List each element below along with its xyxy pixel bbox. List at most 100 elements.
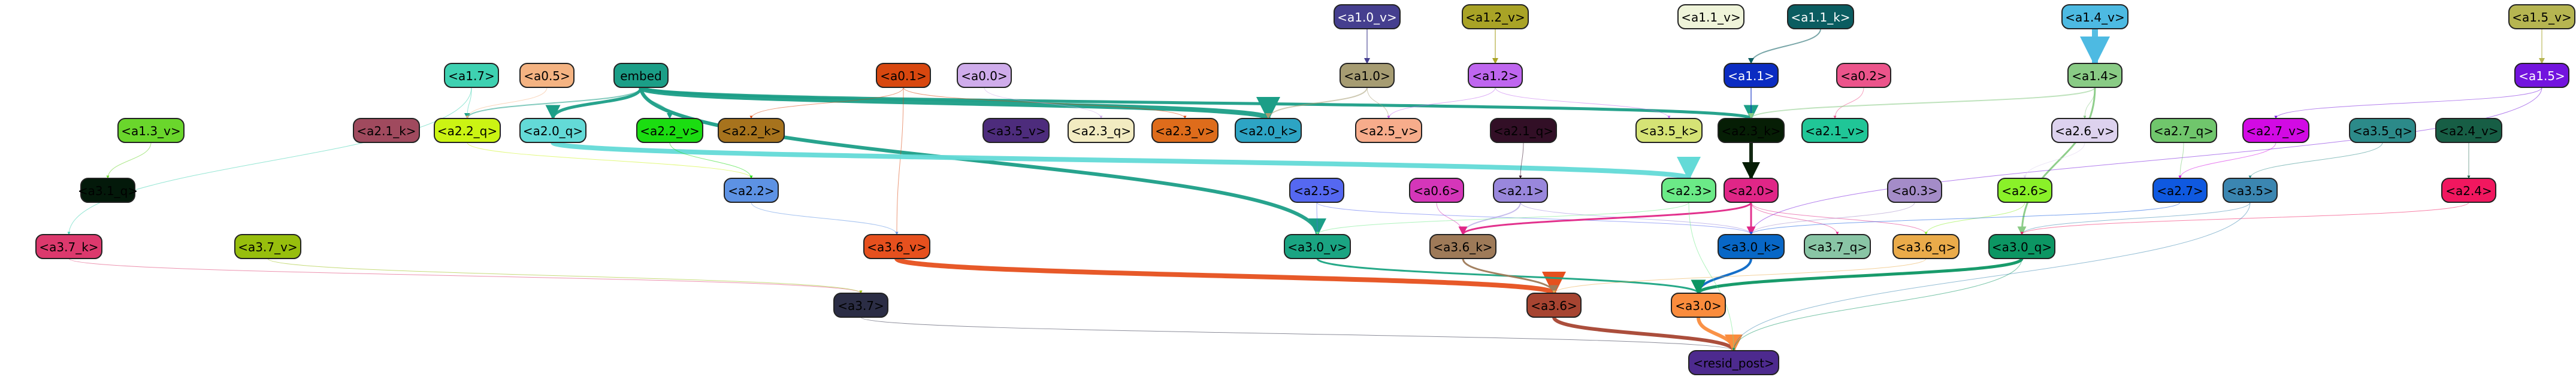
node-label: <a2.0_k> bbox=[1238, 124, 1298, 138]
node-a2-6-v[interactable]: <a2.6_v> bbox=[2051, 118, 2118, 143]
node-a2-2-k[interactable]: <a2.2_k> bbox=[718, 118, 785, 143]
node-a1-5-v[interactable]: <a1.5_v> bbox=[2508, 4, 2575, 29]
node-embed[interactable]: embed bbox=[613, 63, 669, 88]
node-a3-7-q[interactable]: <a3.7_q> bbox=[1804, 234, 1871, 259]
node-a1-0-v[interactable]: <a1.0_v> bbox=[1334, 4, 1401, 29]
edge-a1_7-to-a3_7_k bbox=[67, 87, 472, 235]
node-box bbox=[1804, 234, 1871, 259]
node-label: <a0.2> bbox=[1840, 69, 1887, 83]
node-a3-6-q[interactable]: <a3.6_q> bbox=[1892, 234, 1960, 259]
node-label: <a1.3_v> bbox=[121, 124, 180, 138]
node-a2-3[interactable]: <a2.3> bbox=[1661, 178, 1716, 203]
node-a0-1[interactable]: <a0.1> bbox=[876, 63, 931, 88]
node-box bbox=[1068, 118, 1135, 143]
node-a3-7[interactable]: <a3.7> bbox=[833, 293, 888, 318]
node-box bbox=[1787, 4, 1854, 29]
node-box bbox=[1801, 118, 1868, 143]
node-a0-2[interactable]: <a0.2> bbox=[1836, 63, 1891, 88]
node-box bbox=[353, 118, 420, 143]
node-a3-0[interactable]: <a3.0> bbox=[1671, 293, 1726, 318]
node-box bbox=[1490, 118, 1557, 143]
node-a0-6[interactable]: <a0.6> bbox=[1409, 178, 1464, 203]
edge-a1_4-to-a3_0_q bbox=[2017, 87, 2096, 236]
node-a2-7-q[interactable]: <a2.7_q> bbox=[2150, 118, 2217, 143]
node-a1-0[interactable]: <a1.0> bbox=[1340, 63, 1395, 88]
node-a3-0-q[interactable]: <a3.0_q> bbox=[1988, 234, 2055, 259]
node-a2-1[interactable]: <a2.1> bbox=[1493, 178, 1548, 203]
node-a2-3-q[interactable]: <a2.3_q> bbox=[1068, 118, 1135, 143]
node-a2-0-q[interactable]: <a2.0_q> bbox=[519, 118, 586, 143]
node-label: <a2.6_v> bbox=[2055, 124, 2114, 138]
node-label: <a2.5> bbox=[1293, 184, 1340, 198]
node-box bbox=[234, 234, 301, 259]
node-label: <a2.7> bbox=[2157, 184, 2203, 198]
node-a1-7[interactable]: <a1.7> bbox=[444, 63, 499, 88]
node-a3-7-v[interactable]: <a3.7_v> bbox=[234, 234, 301, 259]
node-a2-2-q[interactable]: <a2.2_q> bbox=[434, 118, 501, 143]
node-a3-0-v[interactable]: <a3.0_v> bbox=[1284, 234, 1351, 259]
node-a2-1-k[interactable]: <a2.1_k> bbox=[353, 118, 420, 143]
edge-embed-to-a2_2_q bbox=[464, 87, 642, 119]
node-a3-6[interactable]: <a3.6> bbox=[1526, 293, 1582, 318]
edge-a2_0-to-a3_6_q bbox=[1750, 202, 1928, 235]
node-a2-1-v[interactable]: <a2.1_v> bbox=[1801, 118, 1868, 143]
node-a2-1-q[interactable]: <a2.1_q> bbox=[1490, 118, 1557, 143]
node-box bbox=[1355, 118, 1422, 143]
node-label: <a3.7> bbox=[837, 299, 884, 313]
node-a1-2[interactable]: <a1.2> bbox=[1468, 63, 1523, 88]
edge-a1_3_v-to-a3_1_q bbox=[106, 142, 152, 179]
node-box bbox=[35, 234, 102, 259]
node-a0-5[interactable]: <a0.5> bbox=[519, 63, 575, 88]
node-a1-4[interactable]: <a1.4> bbox=[2067, 63, 2123, 88]
node-label: <a2.3_v> bbox=[1155, 124, 1214, 138]
node-a3-1-q[interactable]: <a3.1_q> bbox=[78, 178, 138, 203]
node-a3-0-k[interactable]: <a3.0_k> bbox=[1718, 234, 1785, 259]
node-a2-3-k[interactable]: <a2.3_k> bbox=[1718, 118, 1785, 143]
edge-a0_1-to-a2_2_k bbox=[749, 87, 904, 119]
node-a3-6-v[interactable]: <a3.6_v> bbox=[863, 234, 930, 259]
node-a2-6[interactable]: <a2.6> bbox=[1997, 178, 2052, 203]
edge-a3_0-to-resid_post bbox=[1697, 317, 1743, 352]
node-a1-4-v[interactable]: <a1.4_v> bbox=[2061, 4, 2128, 29]
node-a2-5-v[interactable]: <a2.5_v> bbox=[1355, 118, 1422, 143]
node-a3-5-q[interactable]: <a3.5_q> bbox=[2349, 118, 2416, 143]
edge-a2_2-to-a3_6_v bbox=[751, 202, 899, 235]
node-a3-5-v[interactable]: <a3.5_v> bbox=[982, 118, 1050, 143]
node-label: <a2.3> bbox=[1665, 184, 1712, 198]
node-label: <a3.5> bbox=[2227, 184, 2273, 198]
node-a1-1[interactable]: <a1.1> bbox=[1724, 63, 1779, 88]
node-box bbox=[434, 118, 501, 143]
node-a2-3-v[interactable]: <a2.3_v> bbox=[1151, 118, 1219, 143]
node-a3-7-k[interactable]: <a3.7_k> bbox=[35, 234, 102, 259]
node-a0-0[interactable]: <a0.0> bbox=[957, 63, 1012, 88]
node-resid-post[interactable]: <resid_post> bbox=[1688, 350, 1779, 375]
node-a1-1-v[interactable]: <a1.1_v> bbox=[1677, 4, 1744, 29]
node-a2-7-v[interactable]: <a2.7_v> bbox=[2242, 118, 2309, 143]
node-box bbox=[613, 63, 669, 88]
edge-a1_2-to-a2_5_v bbox=[1387, 87, 1496, 119]
node-a2-4-v[interactable]: <a2.4_v> bbox=[2435, 118, 2502, 143]
node-a2-0[interactable]: <a2.0> bbox=[1724, 178, 1779, 203]
node-a2-0-k[interactable]: <a2.0_k> bbox=[1235, 118, 1302, 143]
node-box bbox=[1462, 4, 1529, 29]
node-a2-4[interactable]: <a2.4> bbox=[2441, 178, 2496, 203]
node-a1-1-k[interactable]: <a1.1_k> bbox=[1787, 4, 1854, 29]
node-a2-7[interactable]: <a2.7> bbox=[2152, 178, 2208, 203]
node-a0-3[interactable]: <a0.3> bbox=[1887, 178, 1942, 203]
edge-a2_7-to-a3_0_k bbox=[1749, 202, 2181, 235]
node-label: <a1.4> bbox=[2072, 69, 2118, 83]
edge-a3_5-to-a3_0_q bbox=[2020, 202, 2251, 235]
node-box bbox=[1718, 118, 1785, 143]
node-a2-5[interactable]: <a2.5> bbox=[1289, 178, 1344, 203]
node-a1-2-v[interactable]: <a1.2_v> bbox=[1462, 4, 1529, 29]
node-a3-5-k[interactable]: <a3.5_k> bbox=[1635, 118, 1703, 143]
node-a1-3-v[interactable]: <a1.3_v> bbox=[117, 118, 185, 143]
node-label: <a1.5> bbox=[2518, 69, 2565, 83]
node-a2-2-v[interactable]: <a2.2_v> bbox=[636, 118, 703, 143]
node-a3-5[interactable]: <a3.5> bbox=[2223, 178, 2278, 203]
node-a1-5[interactable]: <a1.5> bbox=[2514, 63, 2569, 88]
node-a2-2[interactable]: <a2.2> bbox=[724, 178, 779, 203]
node-label: <a2.3_k> bbox=[1721, 124, 1780, 138]
node-a3-6-k[interactable]: <a3.6_k> bbox=[1429, 234, 1496, 259]
